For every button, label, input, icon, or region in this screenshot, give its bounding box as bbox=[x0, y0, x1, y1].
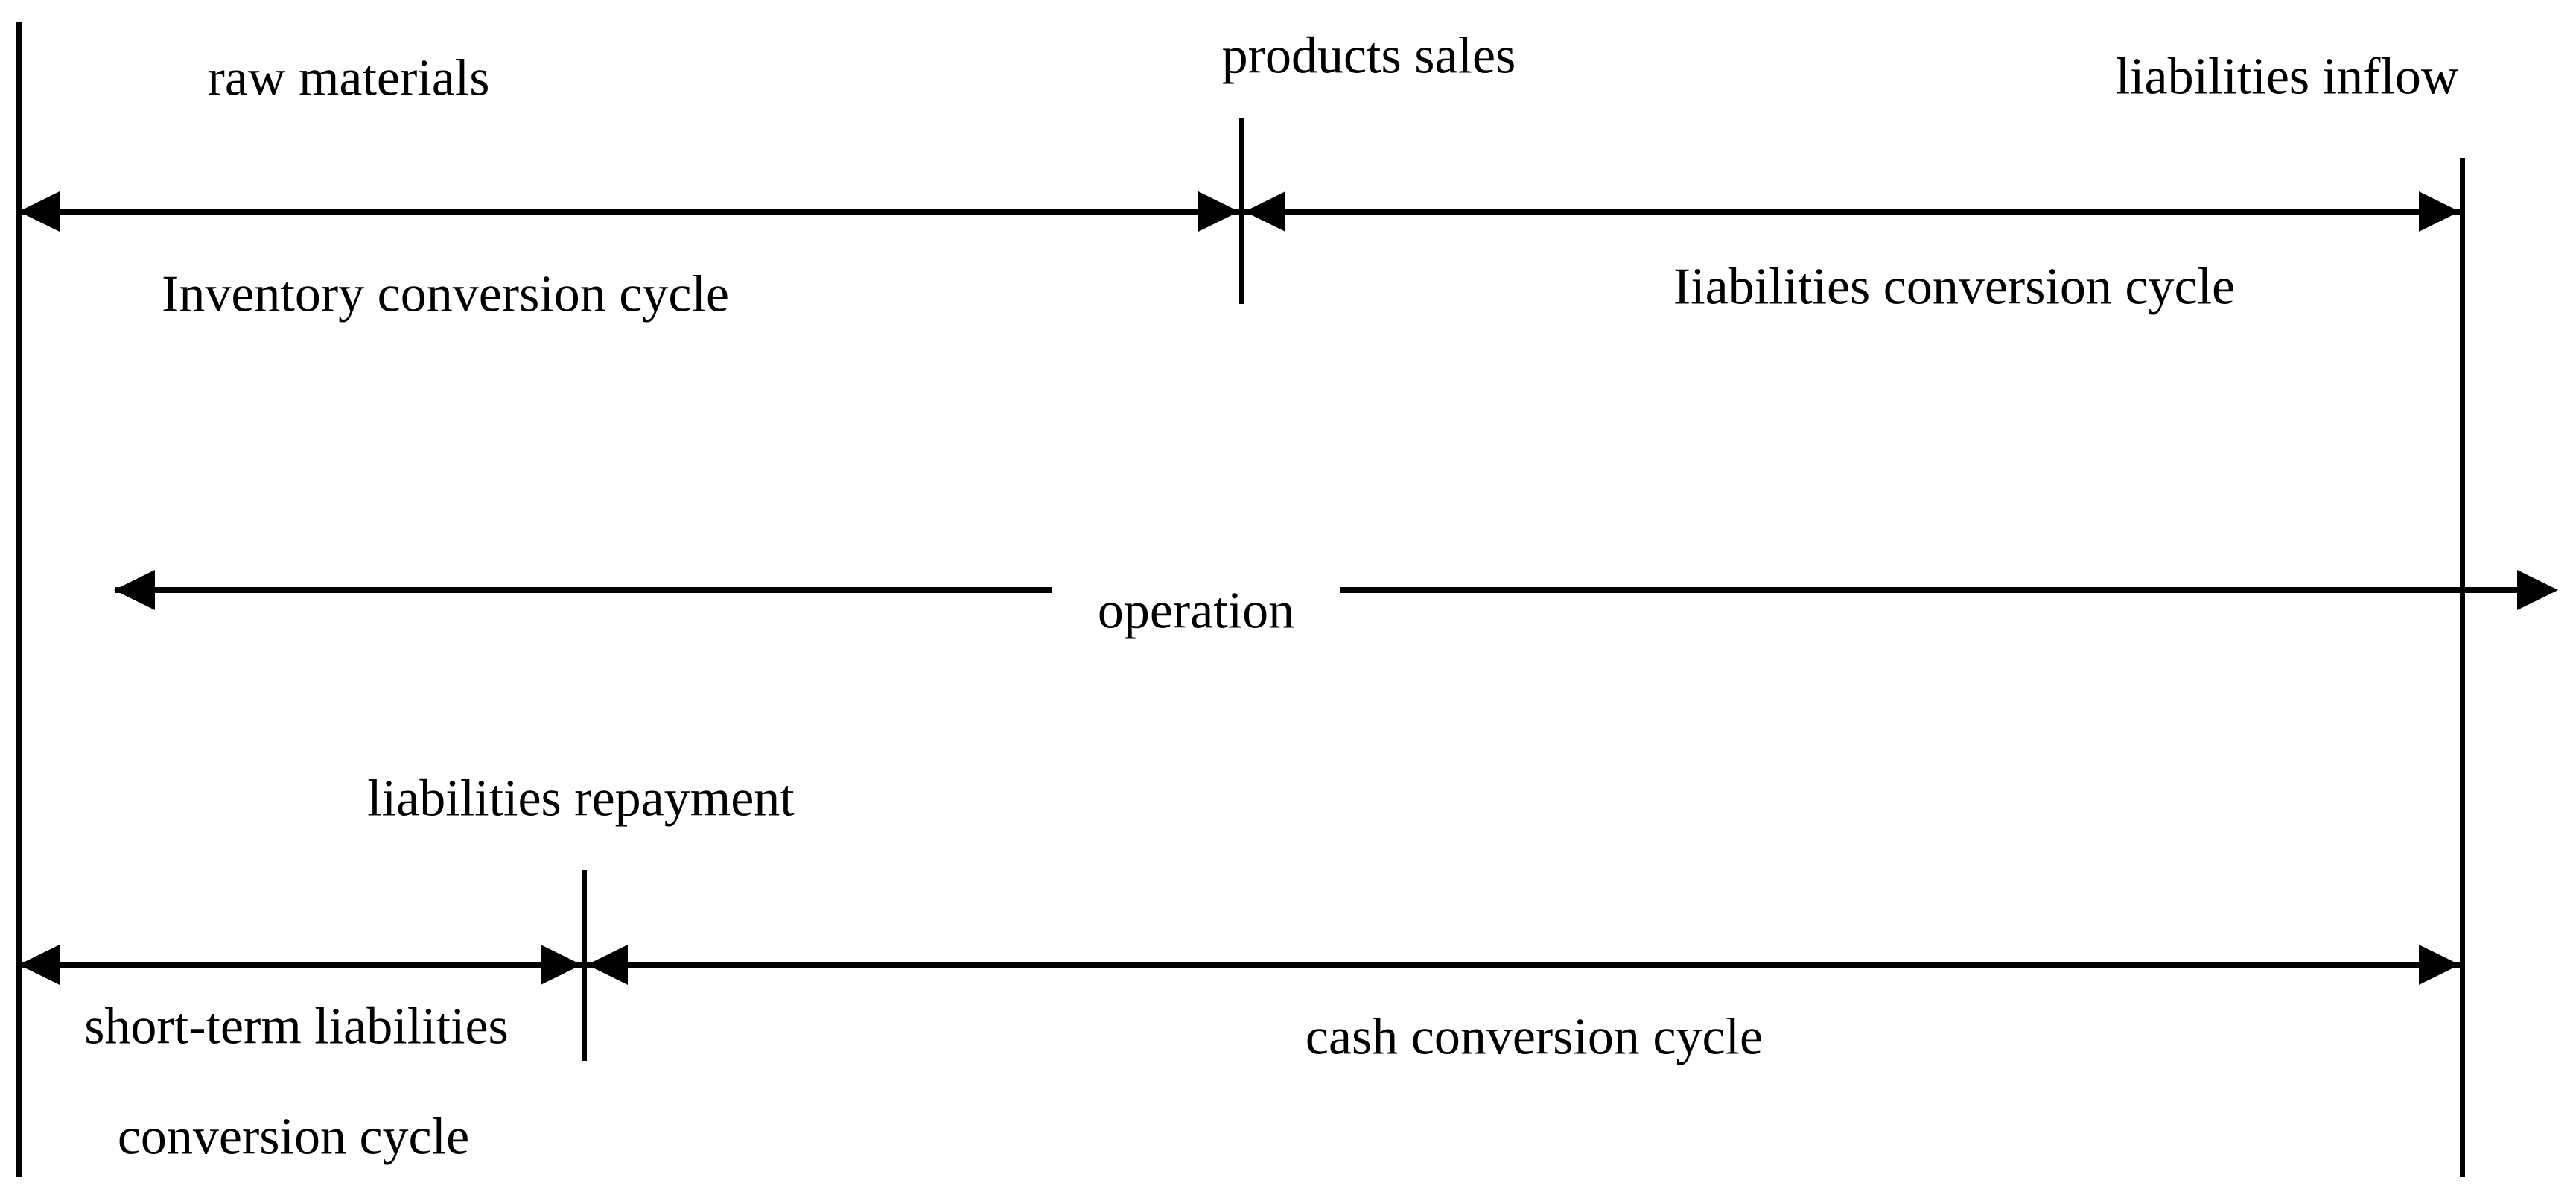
arrowhead-right-icon bbox=[2419, 191, 2460, 232]
arrowhead-left-icon bbox=[19, 945, 60, 985]
short-term-cycle-arrow-line bbox=[22, 962, 582, 968]
cash-cycle-arrow-line bbox=[587, 962, 2460, 968]
inventory-cycle-arrow-line bbox=[22, 209, 1239, 215]
operation-arrow-line-left bbox=[115, 587, 1052, 593]
right-boundary-line bbox=[2460, 158, 2465, 1177]
cash-conversion-cycle-label: cash conversion cycle bbox=[1305, 1008, 1764, 1066]
arrowhead-right-icon bbox=[2517, 570, 2558, 610]
liabilities-repayment-tick bbox=[582, 870, 587, 1061]
arrowhead-right-icon bbox=[2419, 945, 2460, 985]
arrowhead-left-icon bbox=[19, 191, 60, 232]
inventory-conversion-cycle-label: Inventory conversion cycle bbox=[162, 265, 729, 323]
liabilities-conversion-cycle-label: Iiabilities conversion cycle bbox=[1673, 258, 2236, 316]
arrowhead-left-icon bbox=[114, 570, 155, 610]
operation-label: operation bbox=[1097, 582, 1295, 640]
liabilities-repayment-label: liabilities repayment bbox=[367, 770, 795, 828]
left-boundary-line bbox=[16, 22, 22, 1177]
conversion-cycle-label: conversion cycle bbox=[117, 1108, 470, 1166]
liabilities-cycle-arrow-line bbox=[1244, 209, 2460, 215]
arrowhead-left-icon bbox=[587, 945, 628, 985]
arrowhead-right-icon bbox=[1198, 191, 1239, 232]
arrowhead-left-icon bbox=[1244, 191, 1285, 232]
products-sales-label: products sales bbox=[1221, 27, 1516, 85]
products-sales-tick bbox=[1239, 118, 1244, 304]
arrowhead-right-icon bbox=[541, 945, 582, 985]
operation-arrow-line-right bbox=[1340, 587, 2519, 593]
raw-materials-label: raw materials bbox=[207, 49, 490, 107]
liabilities-inflow-label: liabilities inflow bbox=[2115, 48, 2459, 106]
short-term-liabilities-label: short-term liabilities bbox=[84, 998, 509, 1056]
